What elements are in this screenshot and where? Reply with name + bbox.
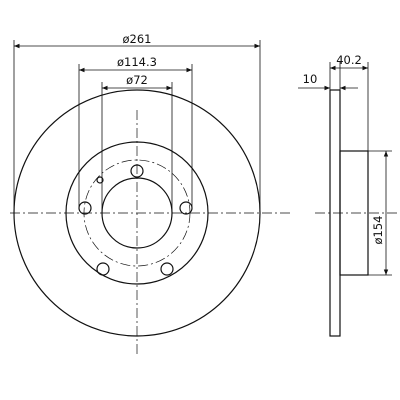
bore-label: ø72 <box>126 73 148 87</box>
overall-height-label: 40.2 <box>336 53 362 67</box>
outer-diameter-label: ø261 <box>123 32 152 46</box>
bolt-hole <box>130 164 144 178</box>
side-view <box>315 89 398 337</box>
bolt-hole <box>96 262 110 276</box>
front-dimensions: ø261 ø114.3 ø72 <box>13 32 261 213</box>
pcd-label: ø114.3 <box>117 55 157 69</box>
bolt-hole <box>179 201 193 215</box>
hat-flange-outline <box>65 141 209 285</box>
disc-hat-section <box>339 150 369 276</box>
front-view <box>10 89 290 355</box>
hat-diameter-label: ø154 <box>371 216 385 245</box>
locator-hole <box>96 176 104 184</box>
disc-thickness-label: 10 <box>303 72 318 86</box>
bolt-holes <box>78 164 193 276</box>
bolt-hole <box>160 262 174 276</box>
side-dimensions: 10 40.2 ø154 <box>298 53 392 276</box>
